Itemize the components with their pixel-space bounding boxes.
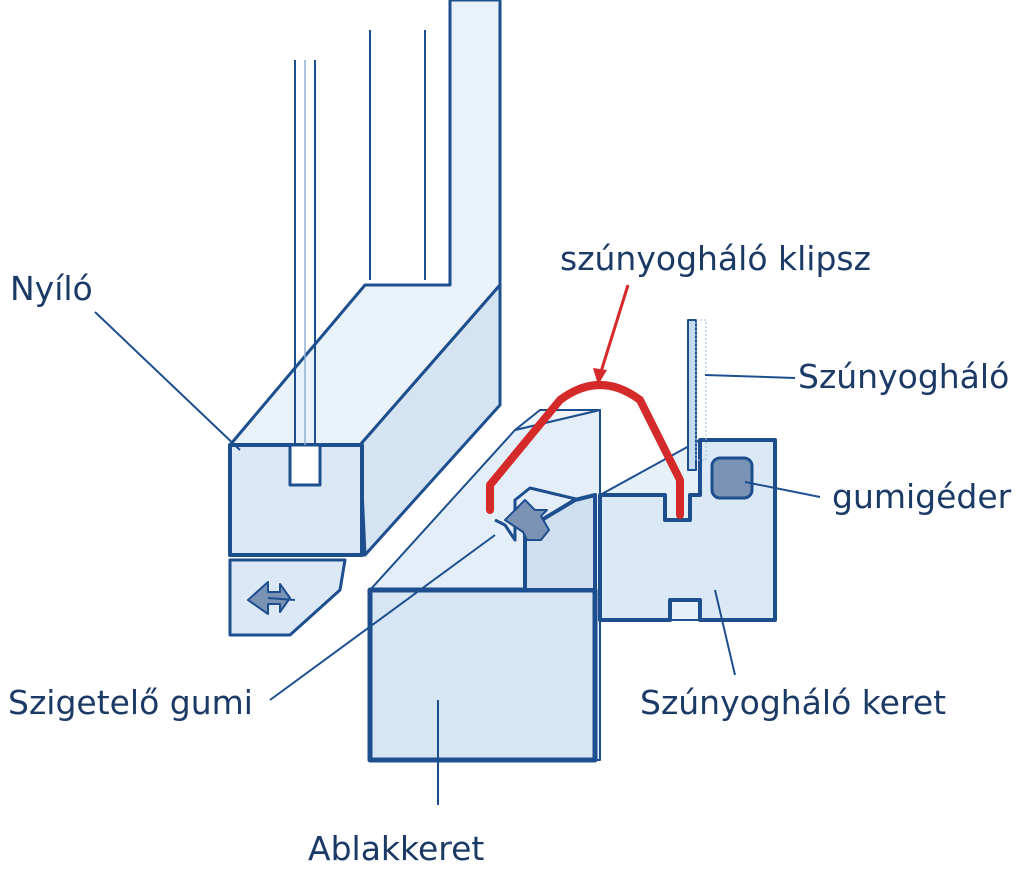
label-szunyoghalo-klipsz: szúnyogháló klipsz bbox=[560, 239, 871, 278]
label-szunyoghalo: Szúnyogháló bbox=[798, 357, 1010, 396]
label-szigetelo-gumi: Szigetelő gumi bbox=[8, 683, 253, 722]
screen-frame bbox=[598, 438, 777, 622]
sash bbox=[228, 0, 502, 637]
mosquito-net bbox=[687, 319, 707, 471]
label-ablakkeret: Ablakkeret bbox=[308, 829, 485, 868]
label-gumigeder: gumigéder bbox=[832, 477, 1012, 516]
label-nyilo: Nyíló bbox=[10, 269, 93, 308]
label-szunyoghalo-keret: Szúnyogháló keret bbox=[640, 683, 947, 722]
frame-gasket bbox=[504, 499, 550, 541]
window-frame bbox=[367, 409, 601, 763]
screen-clip bbox=[486, 381, 684, 519]
